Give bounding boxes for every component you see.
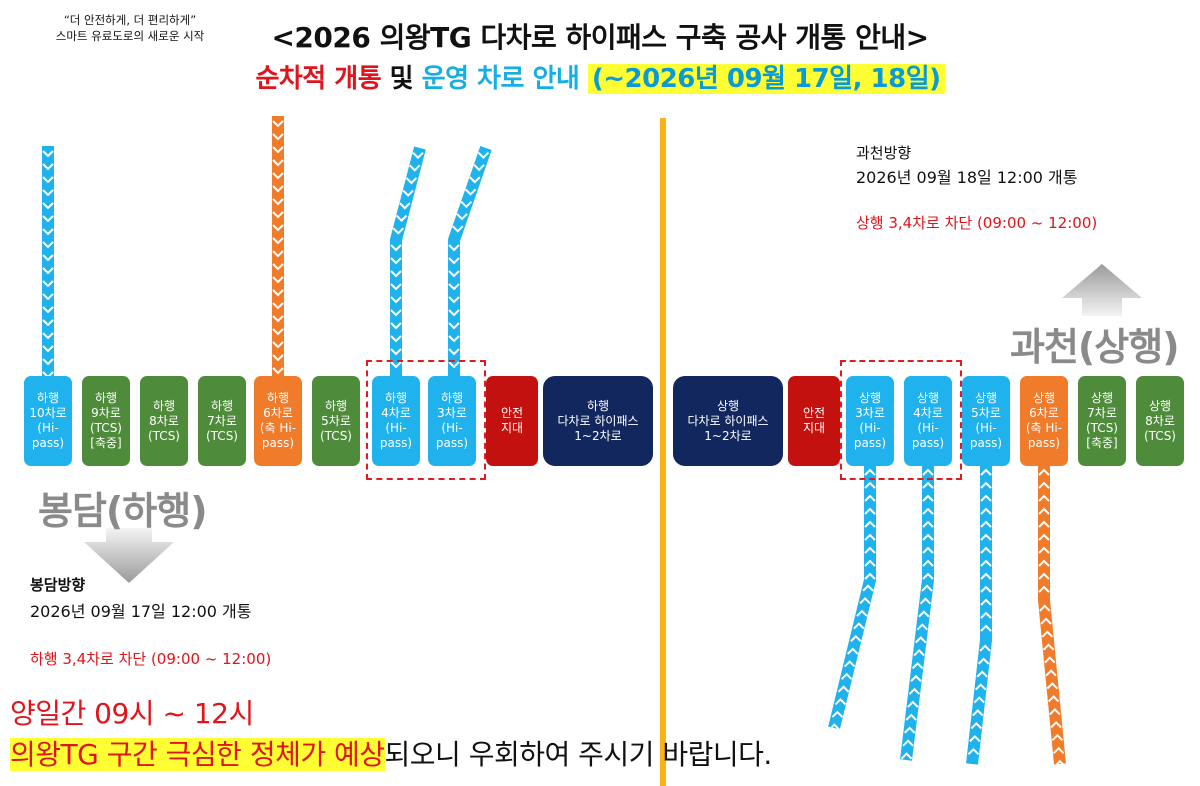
up-info-title: 과천방향: [856, 144, 912, 162]
notice-hours: 양일간 09시 ~ 12시: [10, 697, 254, 730]
flow-up-5: [966, 464, 992, 765]
down-info-time: 2026년 09월 17일 12:00 개통: [30, 602, 252, 621]
lane-up-safety-zone: 안전 지대: [788, 376, 840, 466]
subtitle-and: 및: [381, 64, 422, 94]
lane-down-6: 하행 6차로 (축 Hi- pass): [254, 376, 302, 466]
flow-down-4: [390, 146, 426, 378]
flow-down-10: [42, 146, 54, 379]
flow-up-6: [1038, 464, 1066, 767]
lane-up-3: 상행 3차로 (Hi- pass): [846, 376, 894, 466]
subtitle-dates: (~2026년 09월 17일, 18일): [587, 64, 945, 94]
down-info-closure: 하행 3,4차로 차단 (09:00 ~ 12:00): [30, 650, 272, 668]
down-direction-arrow-icon: [84, 528, 174, 583]
up-direction-label: 과천(상행): [1010, 325, 1180, 369]
notice-congestion-highlight: 의왕TG 구간 극심한 정체가 예상: [10, 738, 385, 771]
lane-up-5: 상행 5차로 (Hi- pass): [962, 376, 1010, 466]
lane-down-safety-zone: 안전 지대: [486, 376, 538, 466]
closed-lanes-box-down: [366, 360, 486, 480]
flow-down-6: [272, 116, 284, 378]
lane-up-7: 상행 7차로 (TCS) [축중]: [1078, 376, 1126, 466]
subtitle-lane-guide: 운영 차로 안내: [421, 64, 580, 94]
lane-down-3: 하행 3차로 (Hi- pass): [428, 376, 476, 466]
down-direction-label: 봉담(하행): [38, 489, 208, 533]
lane-down-4: 하행 4차로 (Hi- pass): [372, 376, 420, 466]
page-subtitle: 순차적 개통 및 운영 차로 안내 (~2026년 09월 17일, 18일): [0, 58, 1200, 95]
notice-detour: 되오니 우회하여 주시기 바랍니다.: [384, 738, 773, 771]
closed-lanes-box-up: [840, 360, 962, 480]
lane-up-8: 상행 8차로 (TCS): [1136, 376, 1184, 466]
lane-down-multilane-hipass: 하행 다차로 하이패스 1~2차로: [543, 376, 653, 466]
up-info-time: 2026년 09월 18일 12:00 개통: [856, 168, 1078, 187]
lane-down-7: 하행 7차로 (TCS): [198, 376, 246, 466]
lane-down-8: 하행 8차로 (TCS): [140, 376, 188, 466]
median-line: [660, 118, 666, 786]
slogan-line1: “더 안전하게, 더 편리하게”: [63, 13, 197, 27]
page-title: <2026 의왕TG 다차로 하이패스 구축 공사 개통 안내>: [271, 21, 929, 54]
lane-down-10: 하행 10차로 (Hi- pass): [24, 376, 72, 466]
notice-message: 의왕TG 구간 극심한 정체가 예상되오니 우회하여 주시기 바랍니다.: [10, 733, 772, 773]
lane-down-9: 하행 9차로 (TCS) [축중]: [82, 376, 130, 466]
slogan-line2: 스마트 유료도로의 새로운 시작: [55, 29, 205, 43]
lane-up-6: 상행 6차로 (축 Hi- pass): [1020, 376, 1068, 466]
lane-down-5: 하행 5차로 (TCS): [312, 376, 360, 466]
flow-up-4: [900, 464, 934, 761]
flow-up-3: [828, 464, 876, 731]
lane-up-multilane-hipass: 상행 다차로 하이패스 1~2차로: [673, 376, 783, 466]
up-info-closure: 상행 3,4차로 차단 (09:00 ~ 12:00): [856, 214, 1098, 232]
down-info-title: 봉담방향: [30, 576, 86, 594]
slogan: “더 안전하게, 더 편리하게” 스마트 유료도로의 새로운 시작: [40, 12, 220, 44]
lane-up-4: 상행 4차로 (Hi- pass): [904, 376, 952, 466]
up-direction-arrow-icon: [1062, 264, 1142, 316]
flow-down-3: [448, 146, 492, 378]
subtitle-sequential-opening: 순차적 개통: [255, 64, 382, 94]
